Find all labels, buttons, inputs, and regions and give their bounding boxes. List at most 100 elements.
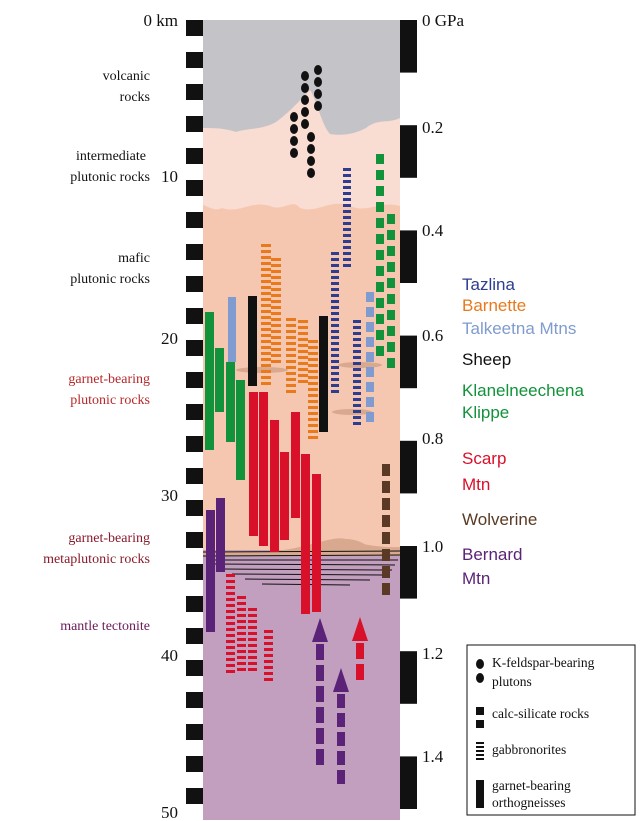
bar-wolverine xyxy=(382,549,390,561)
bar-barnette-3 xyxy=(286,336,296,339)
bar-klanel-dash-1 xyxy=(376,282,384,292)
arrow-bernard-right-shaft xyxy=(337,770,345,784)
bar-scarp-dash-1 xyxy=(226,580,235,583)
bar-tazlina-1 xyxy=(343,228,351,231)
depth-tick-label: 30 xyxy=(161,486,178,505)
arrow-scarp-shaft xyxy=(356,664,364,680)
bar-scarp-dash-1 xyxy=(226,616,235,619)
arrow-scarp-shaft xyxy=(356,643,364,659)
depth-ruler-segment xyxy=(186,436,203,452)
bar-scarp-dash-3 xyxy=(248,668,257,671)
bar-scarp-2 xyxy=(259,392,268,546)
locality-bernard-line1: Bernard xyxy=(462,545,522,564)
bar-barnette-2 xyxy=(271,264,281,267)
bar-talkeetna-dash xyxy=(366,292,374,302)
bar-tazlina-2 xyxy=(331,342,339,345)
bar-barnette-5 xyxy=(308,388,318,391)
depth-ruler-segment xyxy=(186,500,203,516)
dots-kfeld-2 xyxy=(301,83,309,93)
bar-barnette-3 xyxy=(286,366,296,369)
bar-barnette-2 xyxy=(271,342,281,345)
bar-barnette-2 xyxy=(271,330,281,333)
bar-scarp-dash-3 xyxy=(248,638,257,641)
bar-tazlina-3 xyxy=(353,422,361,425)
upward-arrows xyxy=(312,617,368,692)
depth-ruler-segment xyxy=(186,788,203,804)
depth-ruler xyxy=(186,20,203,820)
bar-barnette-3 xyxy=(286,384,296,387)
locality-klanelneechena-line2: Klippe xyxy=(462,403,509,422)
bar-klanel-dash-1 xyxy=(376,234,384,244)
bar-scarp-1 xyxy=(249,392,258,536)
bar-barnette-2 xyxy=(271,288,281,291)
bar-tazlina-1 xyxy=(343,264,351,267)
pressure-ruler-segment xyxy=(400,230,417,283)
bar-scarp-dash-2 xyxy=(237,668,246,671)
pressure-tick-label: 0.6 xyxy=(422,326,443,345)
bar-barnette-2 xyxy=(271,282,281,285)
bar-tazlina-3 xyxy=(353,362,361,365)
bar-klanel-dash-2 xyxy=(387,342,395,352)
bar-tazlina-3 xyxy=(353,350,361,353)
pressure-tick-label: 0.8 xyxy=(422,429,443,448)
bar-tazlina-3 xyxy=(353,368,361,371)
bar-scarp-dash-2 xyxy=(237,626,246,629)
bar-tazlina-2 xyxy=(331,336,339,339)
locality-sheep: Sheep xyxy=(462,350,511,369)
bar-barnette-1 xyxy=(261,268,271,271)
bar-talkeetna-1 xyxy=(228,297,236,362)
bar-scarp-dash-3 xyxy=(248,632,257,635)
bar-scarp-dash-3 xyxy=(248,614,257,617)
pressure-ruler-segment xyxy=(400,756,417,809)
bar-barnette-4 xyxy=(298,380,308,383)
bar-wolverine xyxy=(382,481,390,493)
bar-barnette-1 xyxy=(261,310,271,313)
column-background xyxy=(202,20,401,820)
bar-barnette-5 xyxy=(308,430,318,433)
bar-scarp-dash-1 xyxy=(226,634,235,637)
bar-tazlina-1 xyxy=(343,216,351,219)
locality-legend: Tazlina Barnette Talkeetna Mtns Sheep Kl… xyxy=(462,275,584,588)
bar-klanel-dash-2 xyxy=(387,310,395,320)
locality-bernard-line2: Mtn xyxy=(462,569,490,588)
arrow-scarp xyxy=(352,617,368,641)
pressure-tick-label: 0.4 xyxy=(422,221,444,240)
bar-barnette-2 xyxy=(271,318,281,321)
bar-tazlina-2 xyxy=(331,312,339,315)
bar-tazlina-2 xyxy=(331,288,339,291)
bar-klanel-1 xyxy=(205,312,214,450)
bar-scarp-dash-3 xyxy=(248,644,257,647)
bar-scarp-dash-1 xyxy=(226,610,235,613)
bar-klanel-dash-2 xyxy=(387,214,395,224)
bar-talkeetna-dash xyxy=(366,412,374,422)
dashed-squares-icon xyxy=(476,707,484,728)
bottom-lens xyxy=(322,539,370,548)
bar-scarp-dash-4 xyxy=(264,642,273,645)
bar-barnette-3 xyxy=(286,360,296,363)
bar-scarp-dash-3 xyxy=(248,656,257,659)
pressure-ruler-frame xyxy=(400,20,417,820)
legend-label-garnet-line2: orthogneisses xyxy=(492,795,566,810)
bar-wolverine xyxy=(382,498,390,510)
bar-barnette-5 xyxy=(308,424,318,427)
bar-barnette-1 xyxy=(261,292,271,295)
bar-tazlina-3 xyxy=(353,374,361,377)
bar-scarp-dash-2 xyxy=(237,644,246,647)
lens-3 xyxy=(332,409,372,415)
bar-tazlina-3 xyxy=(353,392,361,395)
depth-ruler-segment xyxy=(186,532,203,548)
depth-ruler-segment xyxy=(186,756,203,772)
arrow-bernard-left-shaft xyxy=(316,728,324,744)
bar-tazlina-3 xyxy=(353,410,361,413)
bar-barnette-5 xyxy=(308,418,318,421)
depth-ruler-segment xyxy=(186,212,203,228)
bar-barnette-5 xyxy=(308,412,318,415)
bar-barnette-1 xyxy=(261,346,271,349)
bar-barnette-3 xyxy=(286,342,296,345)
rock-label-intermediate-line2: plutonic rocks xyxy=(70,170,150,185)
bar-tazlina-3 xyxy=(353,344,361,347)
bar-barnette-3 xyxy=(286,318,296,321)
legend-frame xyxy=(466,644,636,816)
bar-tazlina-1 xyxy=(343,168,351,171)
bar-barnette-4 xyxy=(298,320,308,323)
